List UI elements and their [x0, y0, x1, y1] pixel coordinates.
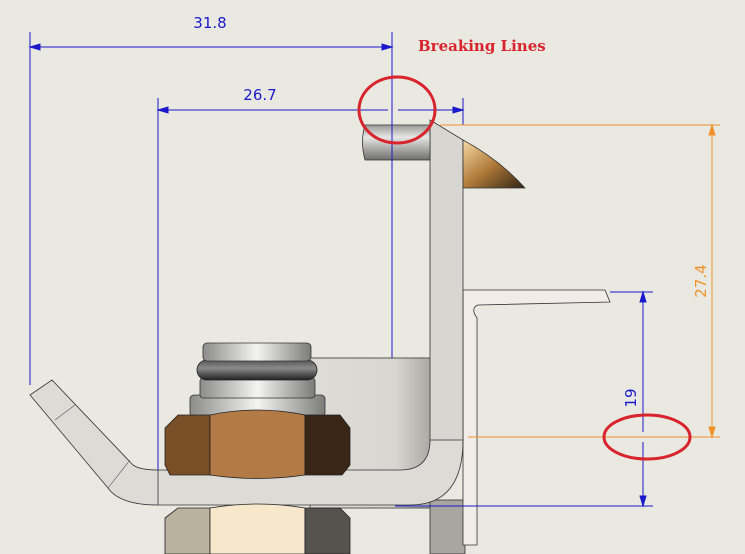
dimension-19: [395, 290, 653, 508]
lower-nut: [164, 503, 351, 554]
dimension-27-4: [440, 123, 720, 439]
dimension-label-19: 19: [622, 388, 640, 407]
dimension-26-7: [156, 98, 465, 470]
dimension-label-26-7: 26.7: [243, 86, 276, 104]
hex-nut: [164, 409, 351, 479]
breaking-lines-label: Breaking Lines: [418, 37, 546, 55]
fitting: [189, 342, 326, 418]
breaking-line-marker-bottom: [602, 413, 692, 461]
vertical-plate: [429, 119, 464, 471]
right-clip: [462, 289, 611, 546]
breaking-line-marker-top: [357, 75, 437, 145]
brass-tip: [462, 139, 526, 189]
dimension-label-27-4: 27.4: [692, 264, 710, 297]
bracket: [29, 379, 464, 506]
dimension-31-8: [28, 32, 394, 385]
lower-block: [429, 499, 466, 554]
dimension-label-31-8: 31.8: [193, 14, 226, 32]
